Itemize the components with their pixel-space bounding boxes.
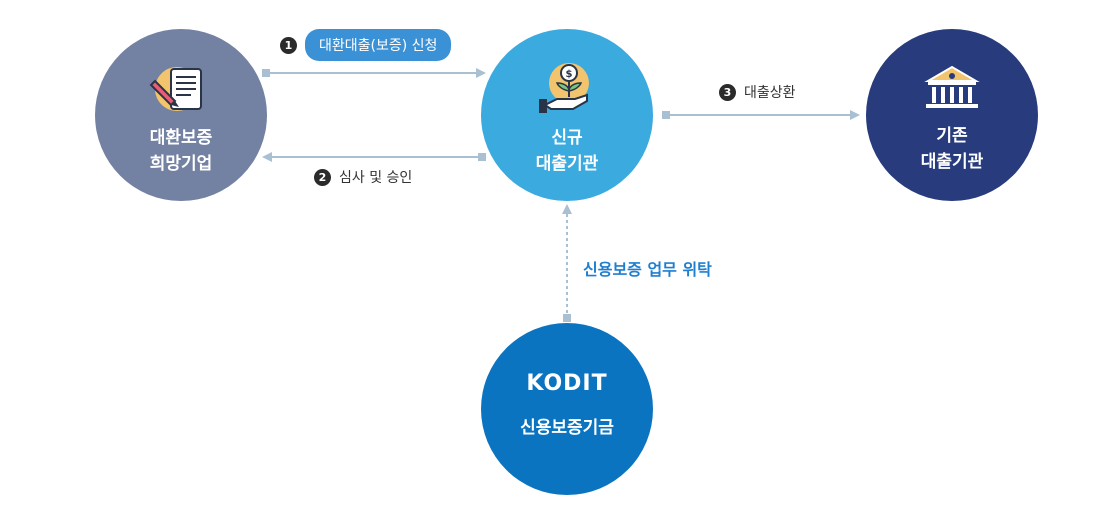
step-number-2: 2	[314, 168, 331, 186]
kodit-label: 신용보증기금	[520, 418, 614, 438]
entrust-label: 신용보증 업무 위탁	[583, 260, 712, 279]
new-lender-label-line2: 대출기관	[535, 154, 599, 174]
step-approval-label: 심사 및 승인	[339, 170, 413, 186]
step-number-3: 3	[719, 83, 736, 101]
step-approval: 2 심사 및 승인	[314, 167, 412, 187]
arrow-entrust	[562, 204, 572, 322]
step-repayment: 3 대출상환	[719, 82, 796, 102]
step-application-label: 대환대출(보증) 신청	[305, 29, 452, 61]
step-application: 1 대환대출(보증) 신청	[280, 29, 452, 61]
arrow-application	[262, 68, 486, 78]
arrow-repayment	[662, 110, 860, 120]
kodit-logo-text: KODIT	[526, 371, 608, 396]
document-pen-icon	[141, 59, 221, 119]
step-number-1: 1	[280, 36, 297, 54]
new-lender-label-line1: 신규	[551, 128, 583, 148]
existing-lender-label-line2: 대출기관	[920, 152, 984, 172]
applicant-label-line1: 대환보증	[149, 128, 213, 148]
node-existing-lender: 기존 대출기관	[866, 29, 1038, 201]
step-repayment-label: 대출상환	[744, 85, 796, 101]
node-kodit: KODIT 신용보증기금	[481, 323, 653, 495]
node-applicant: 대환보증 희망기업	[95, 29, 267, 201]
node-new-lender: $ 신규 대출기관	[481, 29, 653, 201]
money-plant-hand-icon: $	[527, 59, 607, 119]
existing-lender-label-line1: 기존	[936, 126, 968, 146]
svg-text:$: $	[566, 69, 573, 80]
kodit-logo: KODIT	[526, 371, 607, 405]
bank-building-icon	[912, 63, 992, 113]
arrow-approval	[262, 152, 486, 162]
applicant-label-line2: 희망기업	[149, 154, 213, 174]
